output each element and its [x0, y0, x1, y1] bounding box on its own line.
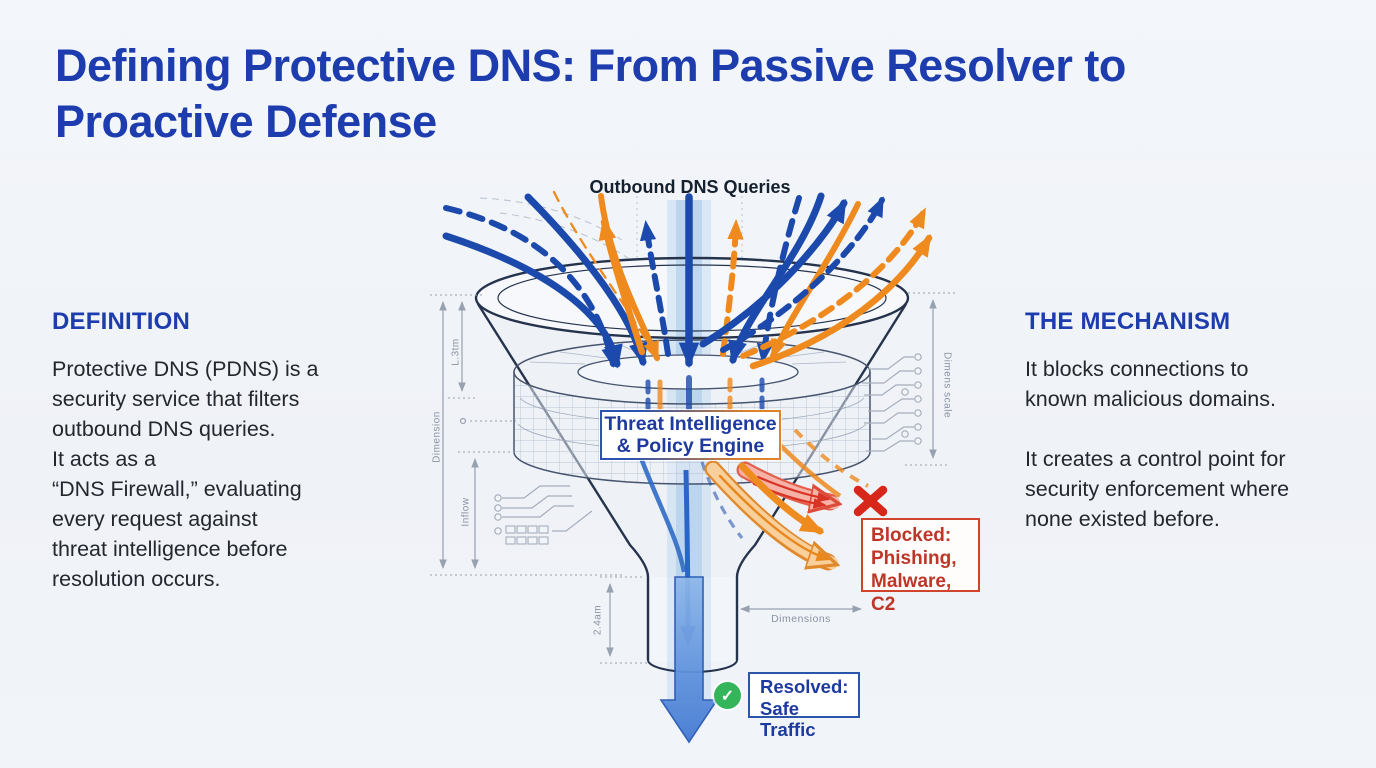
- dim-label-right: Dimens scale: [941, 351, 953, 419]
- check-icon: ✓: [714, 682, 741, 709]
- definition-heading: DEFINITION: [52, 308, 190, 335]
- safe-traffic-arrow: [638, 457, 719, 744]
- circuit-traces: [494, 353, 922, 545]
- mechanism-heading: THE MECHANISM: [1025, 308, 1231, 335]
- dimension-lines: [430, 292, 955, 664]
- blocked-traffic-arrows: [704, 460, 834, 571]
- page-title: Defining Protective DNS: From Passive Re…: [55, 40, 1126, 147]
- blocked-traffic-box: Blocked: Phishing, Malware, C2: [861, 518, 980, 615]
- dim-label-bottom: Dimensions: [771, 613, 831, 625]
- dim-label-left-outer: Dimension: [431, 411, 443, 463]
- mechanism-body: It blocks connections to known malicious…: [1025, 357, 1290, 531]
- dim-label-spout: 2.4am: [592, 604, 604, 636]
- dim-label-left-lower: Inflow: [460, 497, 472, 527]
- resolved-traffic-box: Resolved: Safe Traffic: [748, 672, 860, 740]
- threat-intel-engine-box: Threat Intelligence & Policy Engine: [600, 410, 781, 460]
- exiting-arrows: [598, 196, 933, 370]
- dim-label-left-upper: L.3tm: [450, 338, 462, 366]
- outbound-queries-label: Outbound DNS Queries: [589, 177, 791, 197]
- definition-body: Protective DNS (PDNS) is a security serv…: [52, 357, 319, 591]
- x-icon: [853, 485, 888, 517]
